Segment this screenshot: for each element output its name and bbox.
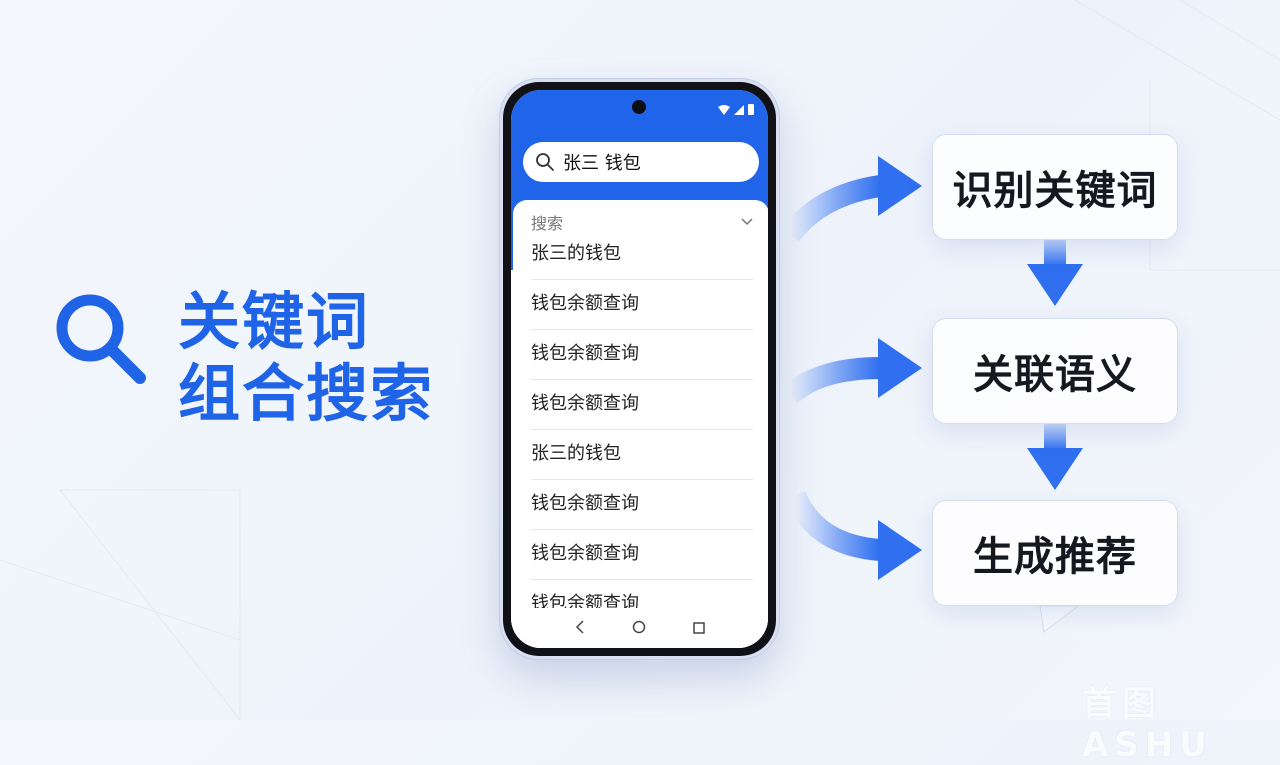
list-item[interactable]: 张三的钱包 <box>531 234 753 280</box>
dropdown-label: 搜索 <box>531 214 564 233</box>
magnifier-icon <box>56 294 146 384</box>
signal-icon <box>734 100 744 119</box>
watermark: 首图 ASHU <box>1082 684 1213 765</box>
search-query: 张三 钱包 <box>563 153 641 174</box>
suggestion-panel: 搜索 张三的钱包 钱包余额查询 钱包余额查询 钱包余额查询 张三的钱包 钱包余额… <box>513 200 768 648</box>
phone-mockup: 张三 钱包 搜索 张三的钱包 钱包余额查询 钱包余额查询 钱包余额查询 张三的钱… <box>499 78 780 660</box>
system-nav-bar <box>511 608 768 648</box>
battery-icon <box>748 100 754 119</box>
status-bar <box>718 100 754 119</box>
recents-icon[interactable] <box>692 619 705 638</box>
headline-line-2: 组合搜索 <box>178 357 435 430</box>
list-item[interactable]: 钱包余额查询 <box>531 580 753 610</box>
phone-screen: 张三 钱包 搜索 张三的钱包 钱包余额查询 钱包余额查询 钱包余额查询 张三的钱… <box>511 90 768 648</box>
suggestion-list: 张三的钱包 钱包余额查询 钱包余额查询 钱包余额查询 张三的钱包 钱包余额查询 … <box>531 234 753 610</box>
search-input[interactable]: 张三 钱包 <box>523 142 759 182</box>
search-icon <box>536 153 554 171</box>
list-item[interactable]: 钱包余额查询 <box>531 280 753 330</box>
search-dropdown[interactable]: 搜索 <box>531 210 753 234</box>
step-identify-keywords: 识别关键词 <box>932 134 1178 240</box>
list-item[interactable]: 张三的钱包 <box>531 430 753 480</box>
headline-block: 关键词 组合搜索 <box>52 286 434 430</box>
wifi-icon <box>718 100 730 119</box>
list-item[interactable]: 钱包余额查询 <box>531 530 753 580</box>
list-item[interactable]: 钱包余额查询 <box>531 480 753 530</box>
headline-line-1: 关键词 <box>178 285 371 358</box>
list-item[interactable]: 钱包余额查询 <box>531 380 753 430</box>
camera-dot <box>632 100 646 114</box>
step-associate-semantics: 关联语义 <box>932 318 1178 424</box>
chevron-down-icon <box>741 218 753 226</box>
step-generate-recommendations: 生成推荐 <box>932 500 1178 606</box>
home-icon[interactable] <box>632 619 646 638</box>
back-icon[interactable] <box>575 619 585 638</box>
list-item[interactable]: 钱包余额查询 <box>531 330 753 380</box>
